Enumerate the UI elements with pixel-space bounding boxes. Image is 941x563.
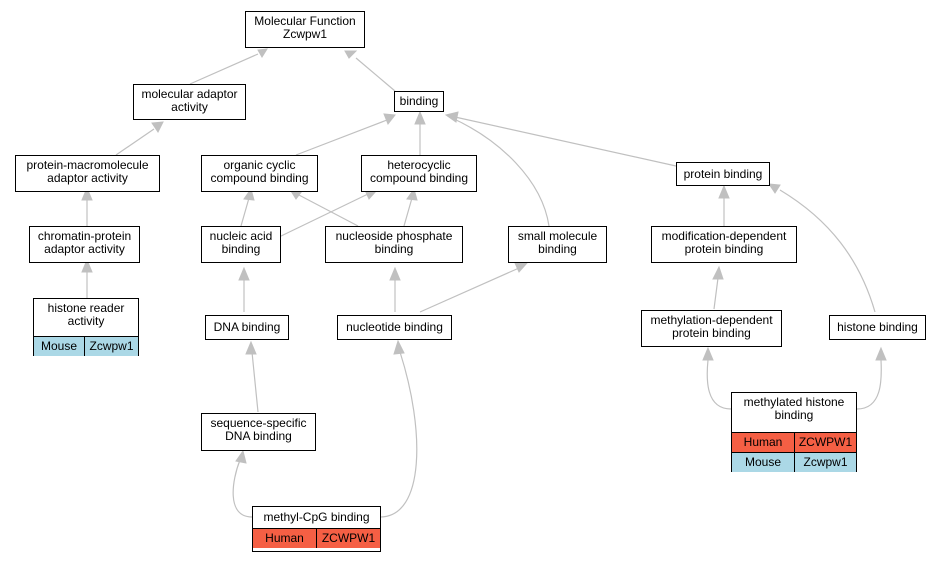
edge (296, 193, 359, 227)
edge (232, 459, 253, 518)
edge (355, 57, 396, 92)
edge (454, 116, 677, 167)
edge (189, 53, 259, 85)
edge-arrowhead (875, 346, 887, 361)
edge-arrowhead (712, 265, 724, 280)
annotation-row: Mouse Zcwpw1 (34, 336, 138, 356)
edge-arrowhead (389, 266, 401, 281)
edge (713, 277, 719, 310)
edge-arrowhead (290, 190, 303, 200)
gene-cell: ZCWPW1 (316, 529, 380, 548)
edge-arrowhead (702, 346, 714, 361)
edge-arrowhead (257, 48, 268, 58)
edge (419, 267, 520, 313)
node-binding[interactable]: binding (394, 91, 444, 112)
edge-arrowhead (245, 340, 257, 355)
edge (779, 189, 876, 313)
edge-arrowhead (81, 258, 93, 273)
edge-arrowhead (414, 110, 426, 125)
edge (403, 197, 413, 227)
edge (379, 351, 418, 518)
edge-arrowhead (238, 266, 250, 281)
edge (251, 351, 259, 413)
edge (278, 193, 369, 238)
species-cell: Human (253, 529, 316, 548)
species-cell: Mouse (732, 453, 794, 472)
edge (240, 197, 250, 227)
annotation-row: Mouse Zcwpw1 (732, 452, 856, 472)
edge-arrowhead (444, 111, 459, 123)
edge (295, 119, 388, 156)
annotation-row: Human ZCWPW1 (732, 432, 856, 452)
gene-cell: Zcwpw1 (84, 337, 138, 356)
node-histone-binding[interactable]: histone binding (829, 315, 926, 340)
edge-arrowhead (768, 183, 781, 194)
gene-cell: Zcwpw1 (794, 453, 856, 472)
node-nucleotide-binding[interactable]: nucleotide binding (337, 315, 452, 340)
edge-arrowhead (151, 121, 164, 133)
edge (115, 128, 155, 156)
species-cell: Human (732, 433, 794, 452)
gene-cell: ZCWPW1 (794, 433, 856, 452)
edge-arrowhead (235, 449, 247, 464)
edge (856, 359, 882, 410)
edge-arrowhead (718, 184, 730, 199)
species-cell: Mouse (34, 337, 84, 356)
edge-arrowhead (393, 339, 405, 355)
edge-arrowhead (81, 186, 93, 201)
node-dna-binding[interactable]: DNA binding (205, 315, 289, 340)
edge-arrowhead (383, 113, 396, 125)
node-protein-binding[interactable]: protein binding (676, 162, 770, 186)
edge (706, 359, 732, 410)
edge-arrowhead (514, 262, 529, 273)
node-methyl-cpg-binding[interactable]: methyl-CpG binding Human ZCWPW1 (252, 506, 381, 552)
annotation-row: Human ZCWPW1 (253, 528, 380, 548)
edge (451, 117, 550, 227)
edge-arrowhead (344, 50, 358, 59)
